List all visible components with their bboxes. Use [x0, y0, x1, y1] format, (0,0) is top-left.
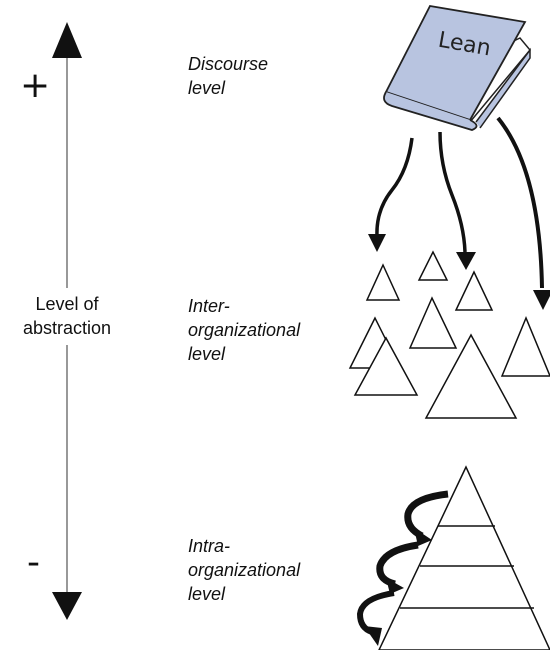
inter-line3: level — [188, 344, 226, 364]
inter-line1: Inter- — [188, 296, 230, 316]
intra-org-pyramid — [378, 465, 550, 650]
triangle — [500, 316, 550, 377]
arrowhead-left — [368, 234, 386, 252]
axis-label-line1: Level of — [35, 294, 99, 314]
curve-arrow-middle — [438, 131, 467, 253]
curve-arrow-right — [496, 116, 544, 289]
abstraction-axis — [52, 22, 82, 620]
step-arrow-2 — [376, 541, 419, 588]
triangle — [424, 333, 518, 419]
discourse-line2: level — [188, 78, 226, 98]
axis-label: Level of abstraction — [0, 292, 134, 340]
triangle — [353, 336, 419, 396]
discourse-level-label: Discourse level — [188, 52, 268, 100]
arrowhead-right — [533, 290, 550, 310]
minus-sign: - — [27, 542, 40, 583]
axis-up-arrowhead — [52, 22, 82, 58]
triangle — [417, 250, 449, 281]
inter-line2: organizational — [188, 320, 301, 340]
intra-line2: organizational — [188, 560, 301, 580]
intra-line1: Intra- — [188, 536, 231, 556]
inter-org-triangles — [348, 250, 550, 419]
axis-down-arrowhead — [52, 592, 82, 620]
curve-arrow-left — [375, 137, 414, 237]
discourse-line1: Discourse — [188, 54, 269, 74]
axis-label-line2: abstraction — [22, 318, 112, 338]
plus-sign: + — [20, 65, 51, 106]
inter-level-label: Inter- organizational level — [188, 294, 300, 366]
step-arrow-1 — [404, 490, 449, 540]
triangle — [454, 270, 494, 311]
pyramid-step-arrows — [356, 490, 449, 646]
lean-book — [383, 5, 531, 131]
triangle — [408, 296, 458, 349]
book-arrows — [368, 116, 550, 310]
triangle — [365, 263, 401, 301]
intra-level-label: Intra- organizational level — [188, 534, 300, 606]
intra-line3: level — [188, 584, 226, 604]
arrowhead-middle — [456, 252, 476, 270]
